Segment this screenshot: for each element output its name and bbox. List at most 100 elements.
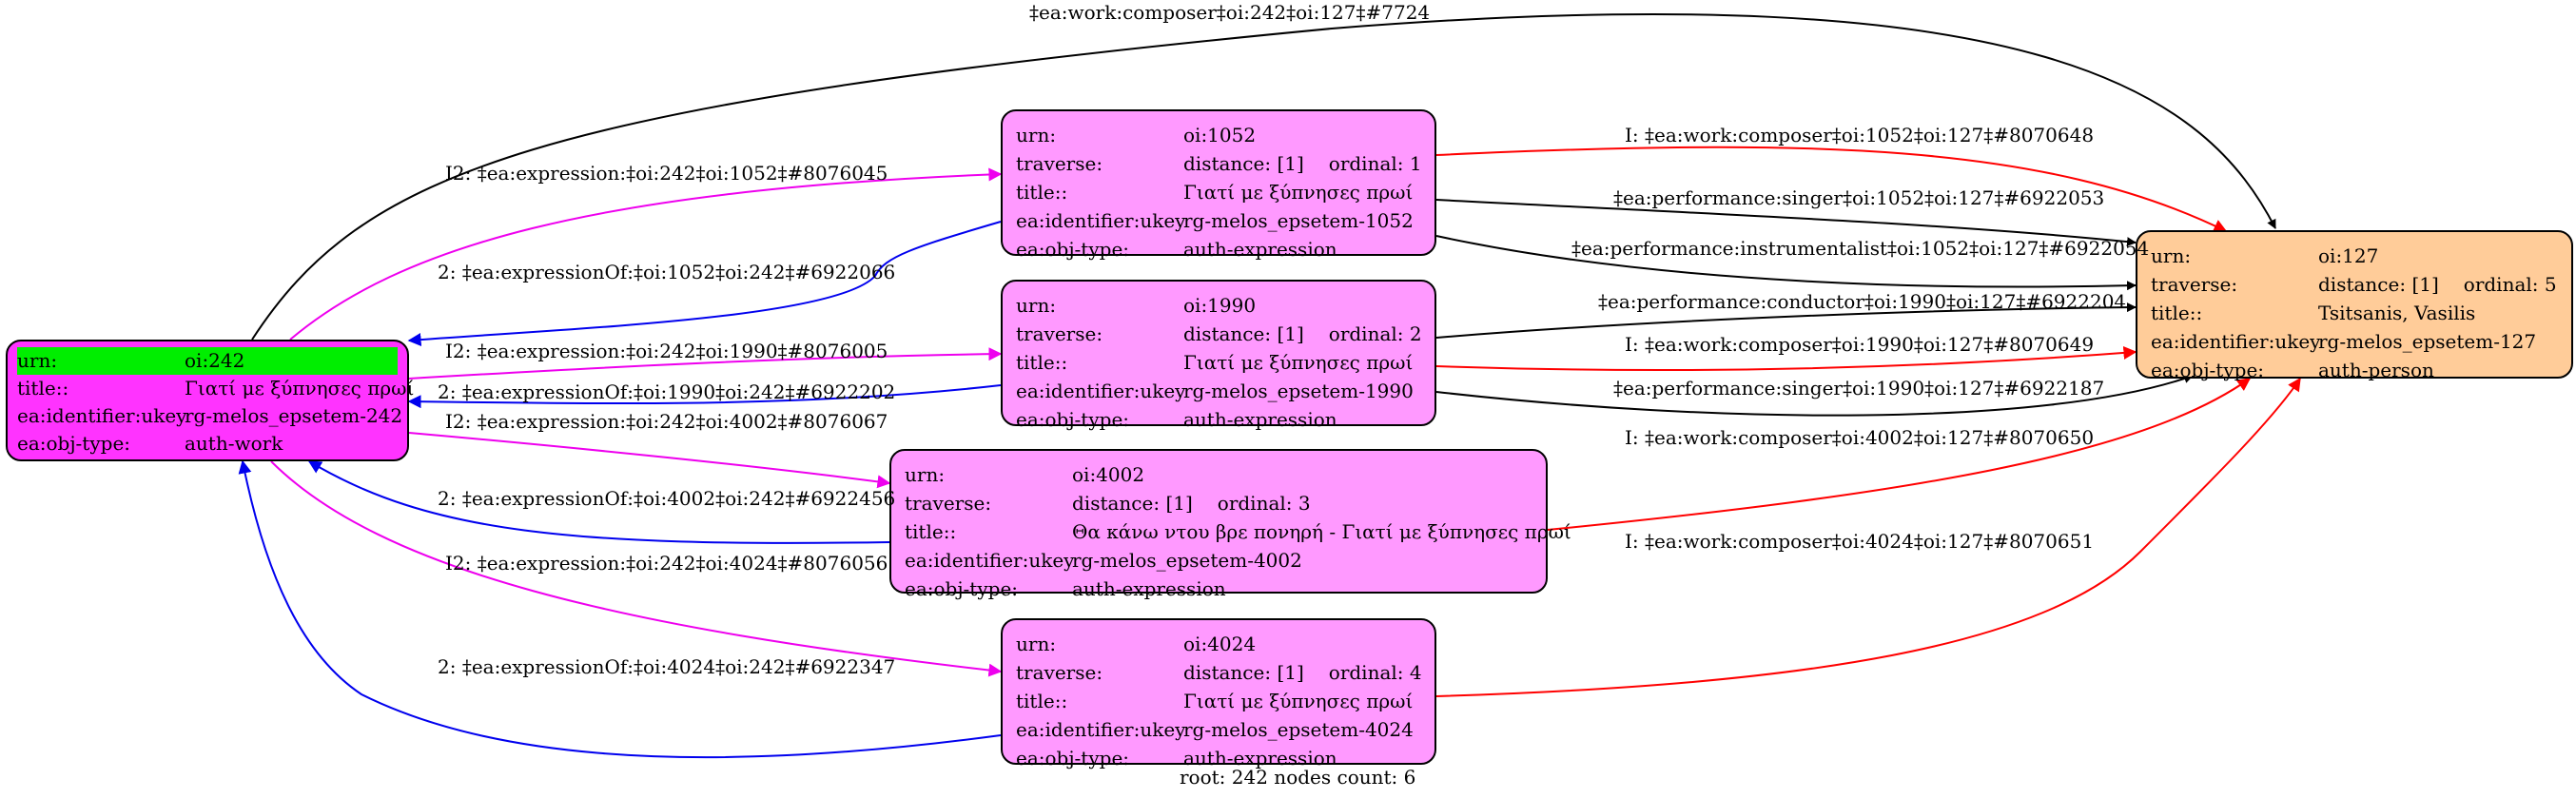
node-row-title: title:: Γιατί με ξύπνησες πρωί (17, 375, 414, 402)
label-title: title:: (1016, 351, 1068, 374)
edge-expression-4024 (270, 460, 1003, 677)
label-title: title:: (1016, 181, 1068, 204)
value-ordinal: ordinal: 3 (1217, 492, 1311, 515)
label-ukey: ea:identifier:ukey (17, 404, 187, 427)
label-type: ea:obj-type: (1016, 747, 1130, 770)
node-row-title: title::Γιατί με ξύπνησες πρωί (1016, 178, 1421, 206)
value-type: auth-person (2318, 359, 2434, 381)
value-distance: distance: [1] (1183, 152, 1304, 175)
edge-label-work-composer: ‡ea:work:composer‡oi:242‡oi:127‡#7724 (1029, 1, 1431, 24)
value-urn: oi:4024 (1183, 633, 1257, 655)
node-row-urn: urn:oi:4024 (1016, 630, 1421, 658)
node-row-type: ea:obj-type: auth-expression (1016, 405, 1421, 434)
edge-singer-1052 (1435, 199, 2137, 247)
edge-label-singer-1052: ‡ea:performance:singer‡oi:1052‡oi:127‡#6… (1613, 186, 2105, 209)
node-row-type: ea:obj-type: auth-expression (1016, 744, 1421, 772)
value-ordinal: ordinal: 5 (2463, 273, 2557, 296)
node-work-242[interactable]: urn: oi:242 title:: Γιατί με ξύπνησες πρ… (6, 340, 414, 461)
value-title: Γιατί με ξύπνησες πρωί (1183, 181, 1414, 204)
value-distance: distance: [1] (1183, 661, 1304, 684)
value-title: Γιατί με ξύπνησες πρωί (1183, 690, 1414, 712)
value-distance: distance: [1] (1072, 492, 1193, 515)
node-expression-1052[interactable]: urn:oi:1052 traverse:distance: [1]ordina… (1001, 109, 1436, 261)
edge-label-expression-4002: I2: ‡ea:expression:‡oi:242‡oi:4002‡#8076… (445, 410, 888, 433)
value-ukey: rg-melos_epsetem-1052 (1183, 209, 1414, 232)
edge-label-composer-4024: I: ‡ea:work:composer‡oi:4024‡oi:127‡#807… (1625, 530, 2095, 553)
node-expression-4024[interactable]: urn:oi:4024 traverse: distance: [1] ordina… (1001, 618, 1436, 770)
label-traverse: traverse: (1016, 322, 1103, 345)
edge-label-expression-of-4024: 2: ‡ea:expressionOf:‡oi:4024‡oi:242‡#692… (438, 655, 896, 678)
node-expression-1990[interactable]: urn:oi:1990 traverse:distance: [1]ordina… (1001, 280, 1436, 431)
value-ukey: rg-melos_epsetem-4024 (1183, 718, 1414, 741)
value-ukey: rg-melos_epsetem-127 (2318, 330, 2537, 353)
edge-composer-1990 (1435, 345, 2137, 372)
node-person-127[interactable]: urn: oi:127 traverse: distance: [1] ordinal… (2136, 230, 2573, 381)
node-row-urn: urn: oi:1990 (1016, 291, 1421, 320)
label-urn: urn: (17, 349, 58, 372)
value-title: Θα κάνω ντου βρε πονηρή - Γιατί με ξύπνη… (1072, 520, 1571, 543)
value-type: auth-expression (1183, 747, 1337, 770)
label-ukey: ea:identifier:ukey (1016, 718, 1186, 741)
label-type: ea:obj-type: (1016, 238, 1130, 261)
edge-composer-4024 (1435, 377, 2301, 697)
edge-expression-1052 (289, 167, 1003, 341)
edge-label-expression-of-1052: 2: ‡ea:expressionOf:‡oi:1052‡oi:242‡#692… (438, 261, 896, 283)
label-ukey: ea:identifier:ukey (1016, 209, 1186, 232)
edge-work-composer (251, 12, 2276, 341)
value-type: auth-expression (1183, 238, 1337, 261)
edge-label-composer-4002: I: ‡ea:work:composer‡oi:4002‡oi:127‡#807… (1625, 426, 2095, 449)
value-ordinal: ordinal: 4 (1328, 661, 1422, 684)
label-title: title:: (1016, 690, 1068, 712)
label-traverse: traverse: (1016, 661, 1103, 684)
node-row-type: ea:obj-type: auth-work (17, 430, 398, 458)
label-title: title:: (2151, 302, 2203, 324)
value-urn: oi:127 (2318, 244, 2379, 267)
value-title: Γιατί με ξύπνησες πρωί (1183, 351, 1414, 374)
value-urn: oi:242 (185, 349, 245, 372)
edge-expression-of-4002 (307, 460, 890, 544)
node-row-type: ea:obj-type:auth-expression (905, 575, 1532, 603)
edge-label-composer-1052: I: ‡ea:work:composer‡oi:1052‡oi:127‡#807… (1625, 124, 2095, 146)
value-type: auth-expression (1183, 408, 1337, 431)
label-title: title:: (905, 520, 957, 543)
node-row-urn: urn:oi:4002 (905, 460, 1532, 489)
label-type: ea:obj-type: (905, 577, 1019, 600)
node-row-traverse: traverse:distance: [1]ordinal: 1 (1016, 149, 1422, 178)
edge-label-expression-1990: I2: ‡ea:expression:‡oi:242‡oi:1990‡#8076… (445, 340, 888, 362)
value-type: auth-work (185, 432, 283, 455)
value-distance: distance: [1] (2318, 273, 2439, 296)
label-title: title:: (17, 377, 69, 400)
label-urn: urn: (1016, 294, 1057, 317)
node-expression-4002[interactable]: urn:oi:4002 traverse:distance: [1]ordina… (889, 449, 1571, 600)
node-row-ukey: ea:identifier:ukey rg-melos_epsetem-242 (17, 402, 402, 430)
value-urn: oi:1052 (1183, 124, 1257, 146)
node-row-title: title::Γιατί με ξύπνησες πρωί (1016, 348, 1421, 377)
value-ukey: rg-melos_epsetem-1990 (1183, 380, 1414, 402)
label-urn: urn: (2151, 244, 2192, 267)
edge-label-expression-of-4002: 2: ‡ea:expressionOf:‡oi:4002‡oi:242‡#692… (438, 487, 896, 510)
node-row-traverse: traverse: distance: [1] ordinal: 5 (2151, 270, 2558, 299)
edge-expression-of-4024 (238, 459, 1002, 759)
value-distance: distance: [1] (1183, 322, 1304, 345)
node-row-title: title::Θα κάνω ντου βρε πονηρή - Γιατί μ… (905, 517, 1571, 546)
node-row-urn: urn: oi:1052 (1016, 121, 1421, 149)
value-ordinal: ordinal: 1 (1328, 152, 1422, 175)
value-urn: oi:4002 (1072, 463, 1145, 486)
node-row-urn: urn: oi:127 (2151, 242, 2558, 270)
label-ukey: ea:identifier:ukey (2151, 330, 2321, 353)
label-type: ea:obj-type: (1016, 408, 1130, 431)
node-row-urn: urn: oi:242 (17, 347, 398, 375)
value-ukey: rg-melos_epsetem-4002 (1072, 549, 1302, 572)
label-urn: urn: (1016, 124, 1057, 146)
node-row-title: title::Tsitsanis, Vasilis (2151, 299, 2558, 327)
value-urn: oi:1990 (1183, 294, 1257, 317)
label-traverse: traverse: (2151, 273, 2238, 296)
edge-label-singer-1990: ‡ea:performance:singer‡oi:1990‡oi:127‡#6… (1613, 377, 2105, 400)
edge-composer-4002 (1547, 378, 2252, 531)
edge-label-composer-1990: I: ‡ea:work:composer‡oi:1990‡oi:127‡#807… (1625, 333, 2095, 356)
